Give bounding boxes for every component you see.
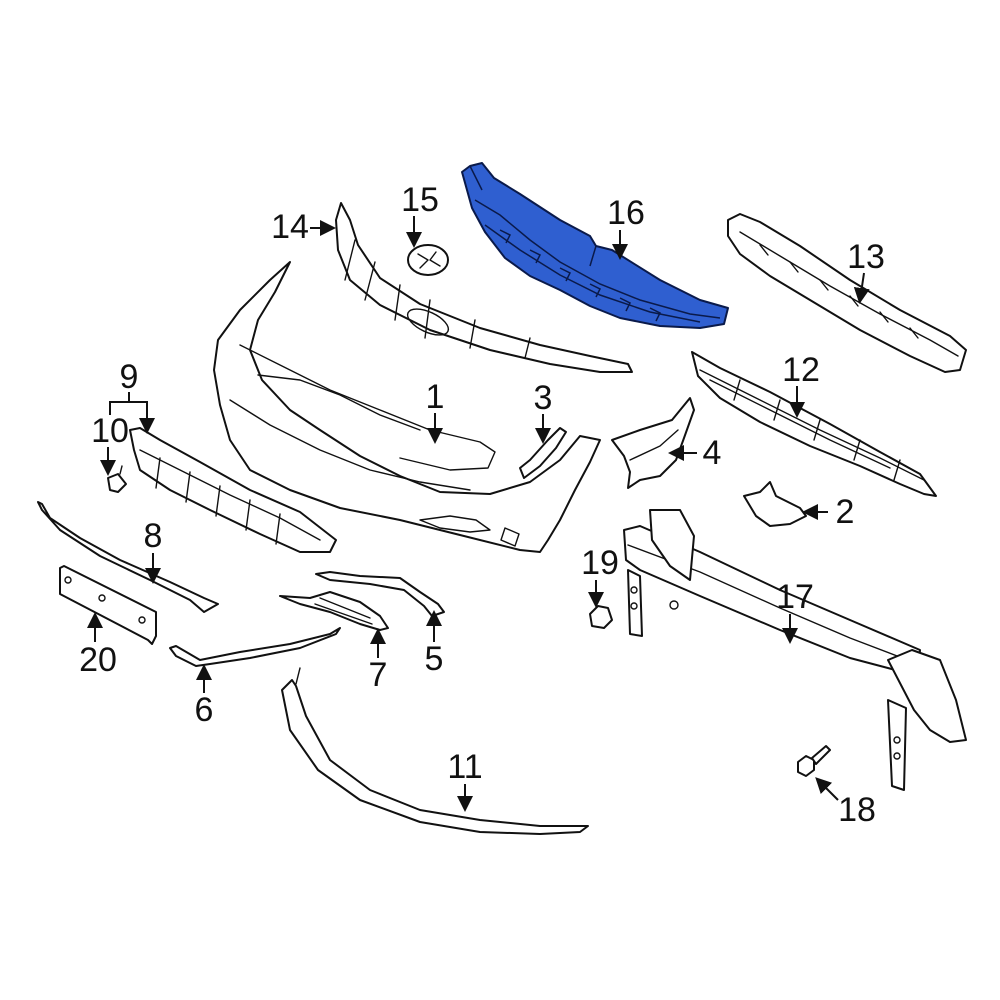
part-12-lower-grille[interactable] [691, 351, 937, 497]
leader-lines [87, 216, 870, 812]
part-1-bumper-cover[interactable] [213, 261, 601, 553]
part-3-bracket[interactable] [519, 427, 567, 479]
part-16-energy-absorber[interactable] [461, 162, 729, 329]
callout-9[interactable]: 9 [119, 358, 139, 396]
part-14-molding[interactable] [335, 202, 633, 373]
callout-6[interactable]: 6 [194, 691, 214, 729]
part-8-molding[interactable] [37, 501, 219, 613]
callout-13[interactable]: 13 [847, 238, 885, 276]
part-6-strip[interactable] [169, 627, 341, 667]
part-20-plate-bracket[interactable] [59, 565, 157, 645]
callout-19[interactable]: 19 [581, 544, 619, 582]
callout-12[interactable]: 12 [782, 351, 820, 389]
callout-14[interactable]: 14 [271, 208, 309, 246]
callout-18[interactable]: 18 [838, 791, 876, 829]
callout-7[interactable]: 7 [368, 656, 388, 694]
part-15-emblem[interactable] [407, 244, 449, 276]
part-9-grille[interactable] [129, 427, 337, 553]
callout-2[interactable]: 2 [835, 493, 855, 531]
part-19-nut[interactable] [589, 605, 613, 629]
callout-11[interactable]: 11 [447, 748, 483, 786]
callout-10[interactable]: 10 [91, 412, 129, 450]
callout-16[interactable]: 16 [607, 194, 645, 232]
callout-3[interactable]: 3 [533, 379, 553, 417]
callout-17[interactable]: 17 [776, 578, 814, 616]
part-11-valance[interactable] [281, 667, 589, 835]
part-7-fog-bezel[interactable] [279, 591, 389, 631]
part-2-clip-bracket[interactable] [743, 481, 807, 527]
part-4-side-bracket[interactable] [611, 397, 695, 489]
callout-20[interactable]: 20 [79, 641, 117, 679]
callout-4[interactable]: 4 [702, 434, 722, 472]
part-17-reinforcement[interactable] [623, 509, 967, 791]
callout-15[interactable]: 15 [401, 181, 439, 219]
part-18-bolt[interactable] [797, 745, 831, 777]
callout-5[interactable]: 5 [424, 640, 444, 678]
callout-8[interactable]: 8 [143, 517, 163, 555]
callout-1[interactable]: 1 [425, 378, 445, 416]
part-10-clip[interactable] [107, 465, 127, 493]
